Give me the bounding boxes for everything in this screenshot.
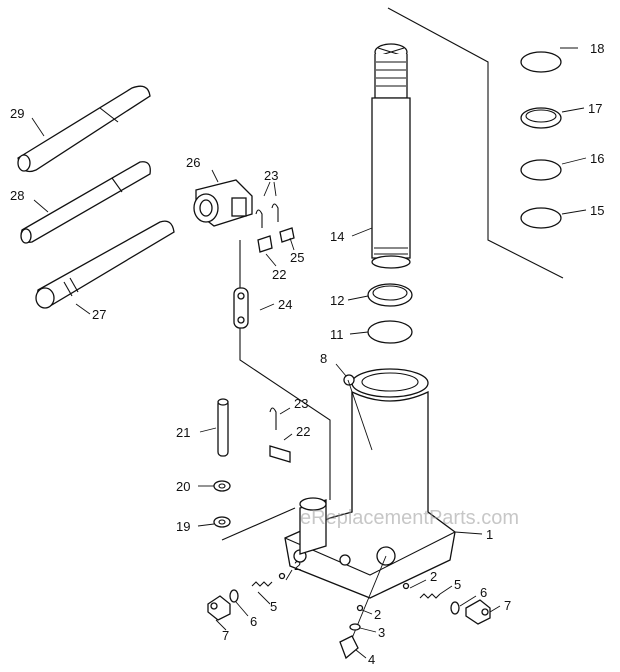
label-22-lower: 22 [296,424,310,439]
link-24 [233,287,249,329]
leader-lines [31,47,587,659]
left-valve-group [207,572,286,621]
label-6-right: 6 [480,585,487,600]
ring-12 [367,283,413,307]
label-12: 12 [330,293,344,308]
label-21: 21 [176,425,190,440]
label-23-upper: 23 [264,168,278,183]
right-valve-group [402,582,491,625]
washer-19 [213,516,231,528]
label-15: 15 [590,203,604,218]
label-17: 17 [588,101,602,116]
cotter-pin-23-upper [255,203,279,228]
label-1: 1 [486,527,493,542]
handle-29 [17,85,151,173]
label-3: 3 [378,625,385,640]
plug-8 [343,374,355,386]
label-2-right: 2 [430,569,437,584]
label-25: 25 [290,250,304,265]
label-14: 14 [330,229,344,244]
label-5-right: 5 [454,577,461,592]
label-26: 26 [186,155,200,170]
label-7-right: 7 [504,598,511,613]
label-16: 16 [590,151,604,166]
label-8: 8 [320,351,327,366]
label-18: 18 [590,41,604,56]
ring-17 [520,107,562,129]
pin-25 [279,227,295,243]
ram-14 [371,43,411,269]
base-body-1 [284,368,456,599]
pin-22-upper [257,235,273,253]
label-2-left: 2 [294,558,301,573]
cotter-pin-23-lower [269,407,277,430]
ring-15 [520,207,562,229]
label-23-lower: 23 [294,396,308,411]
ring-11 [367,320,413,344]
handle-27 [35,220,175,309]
label-27: 27 [92,307,106,322]
label-5-left: 5 [270,599,277,614]
label-19: 19 [176,519,190,534]
label-20: 20 [176,479,190,494]
label-22-upper: 22 [272,267,286,282]
ring-16 [520,159,562,181]
label-24: 24 [278,297,292,312]
label-29: 29 [10,106,24,121]
label-2-bottom: 2 [374,607,381,622]
handle-socket-26 [193,179,253,227]
label-6-left: 6 [250,614,257,629]
pin-21 [217,398,229,457]
pin-alignment-line [221,507,296,541]
ram-alignment-line [387,7,564,279]
release-valve-group [339,555,387,660]
part-labels: 18 17 16 15 14 12 11 8 1 29 28 27 26 23 … [10,41,604,667]
washer-20 [213,480,231,492]
watermark-text: eReplacementParts.com [300,507,519,529]
label-28: 28 [10,188,24,203]
ring-18 [520,51,562,73]
pin-22-lower [269,445,291,463]
linkage-lower-line [239,328,331,500]
handle-28 [20,161,151,244]
label-11: 11 [330,327,344,342]
label-7-left: 7 [222,628,229,643]
label-4: 4 [368,652,375,667]
